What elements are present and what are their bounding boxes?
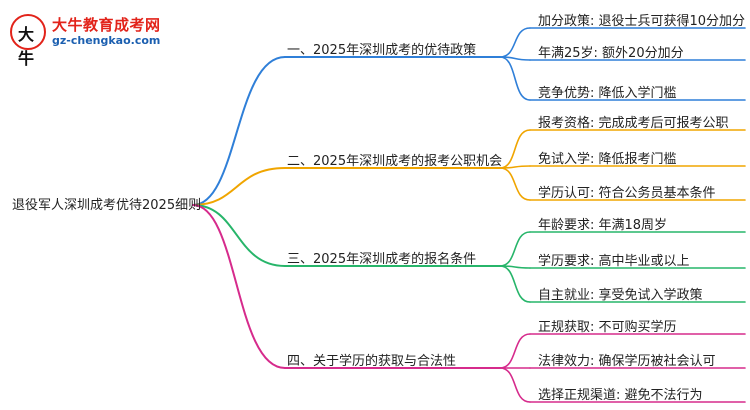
- site-logo[interactable]: 大牛 大牛教育成考网 gz-chengkao.com: [10, 12, 200, 68]
- child-connector-1-1: [499, 27, 531, 58]
- child-connector-2-1: [499, 129, 531, 169]
- child-node-2-3: 学历认可: 符合公务员基本条件: [538, 186, 716, 201]
- child-connector-2-3: [499, 167, 531, 201]
- child-node-1-1: 加分政策: 退役士兵可获得10分加分: [538, 14, 746, 29]
- branch-connector-1: [192, 56, 286, 206]
- child-node-1-2: 年满25岁: 额外20分加分: [538, 46, 684, 61]
- child-connector-3-3: [499, 265, 531, 303]
- child-node-3-2: 学历要求: 高中毕业或以上: [538, 254, 690, 269]
- child-connector-4-3: [499, 367, 531, 403]
- logo-title: 大牛教育成考网: [52, 16, 161, 34]
- child-node-3-3: 自主就业: 享受免试入学政策: [538, 288, 703, 303]
- child-node-4-2: 法律效力: 确保学历被社会认可: [538, 354, 716, 369]
- branch-node-3: 三、2025年深圳成考的报名条件: [287, 252, 477, 267]
- branch-node-4: 四、关于学历的获取与合法性: [287, 354, 457, 369]
- child-node-2-1: 报考资格: 完成成考后可报考公职: [538, 116, 729, 131]
- branch-connector-4: [192, 204, 286, 369]
- child-node-4-1: 正规获取: 不可购买学历: [538, 320, 677, 335]
- logo-glyph: 大牛: [18, 25, 35, 68]
- child-node-3-1: 年龄要求: 年满18周岁: [538, 218, 668, 233]
- branch-node-2: 二、2025年深圳成考的报考公职机会: [287, 154, 503, 169]
- child-connector-4-1: [499, 333, 531, 369]
- logo-emblem-icon: 大牛: [10, 14, 46, 68]
- child-node-4-3: 选择正规渠道: 避免不法行为: [538, 388, 703, 403]
- branch-node-1: 一、2025年深圳成考的优待政策: [287, 43, 477, 58]
- root-node: 退役军人深圳成考优待2025细则: [12, 198, 202, 213]
- child-node-1-3: 竞争优势: 降低入学门槛: [538, 86, 677, 101]
- child-connector-1-3: [499, 56, 531, 101]
- branch-connector-3: [192, 204, 286, 267]
- child-node-2-2: 免试入学: 降低报考门槛: [538, 152, 677, 167]
- child-connector-3-1: [499, 231, 531, 267]
- branch-connector-2: [192, 167, 286, 206]
- logo-url: gz-chengkao.com: [52, 34, 161, 47]
